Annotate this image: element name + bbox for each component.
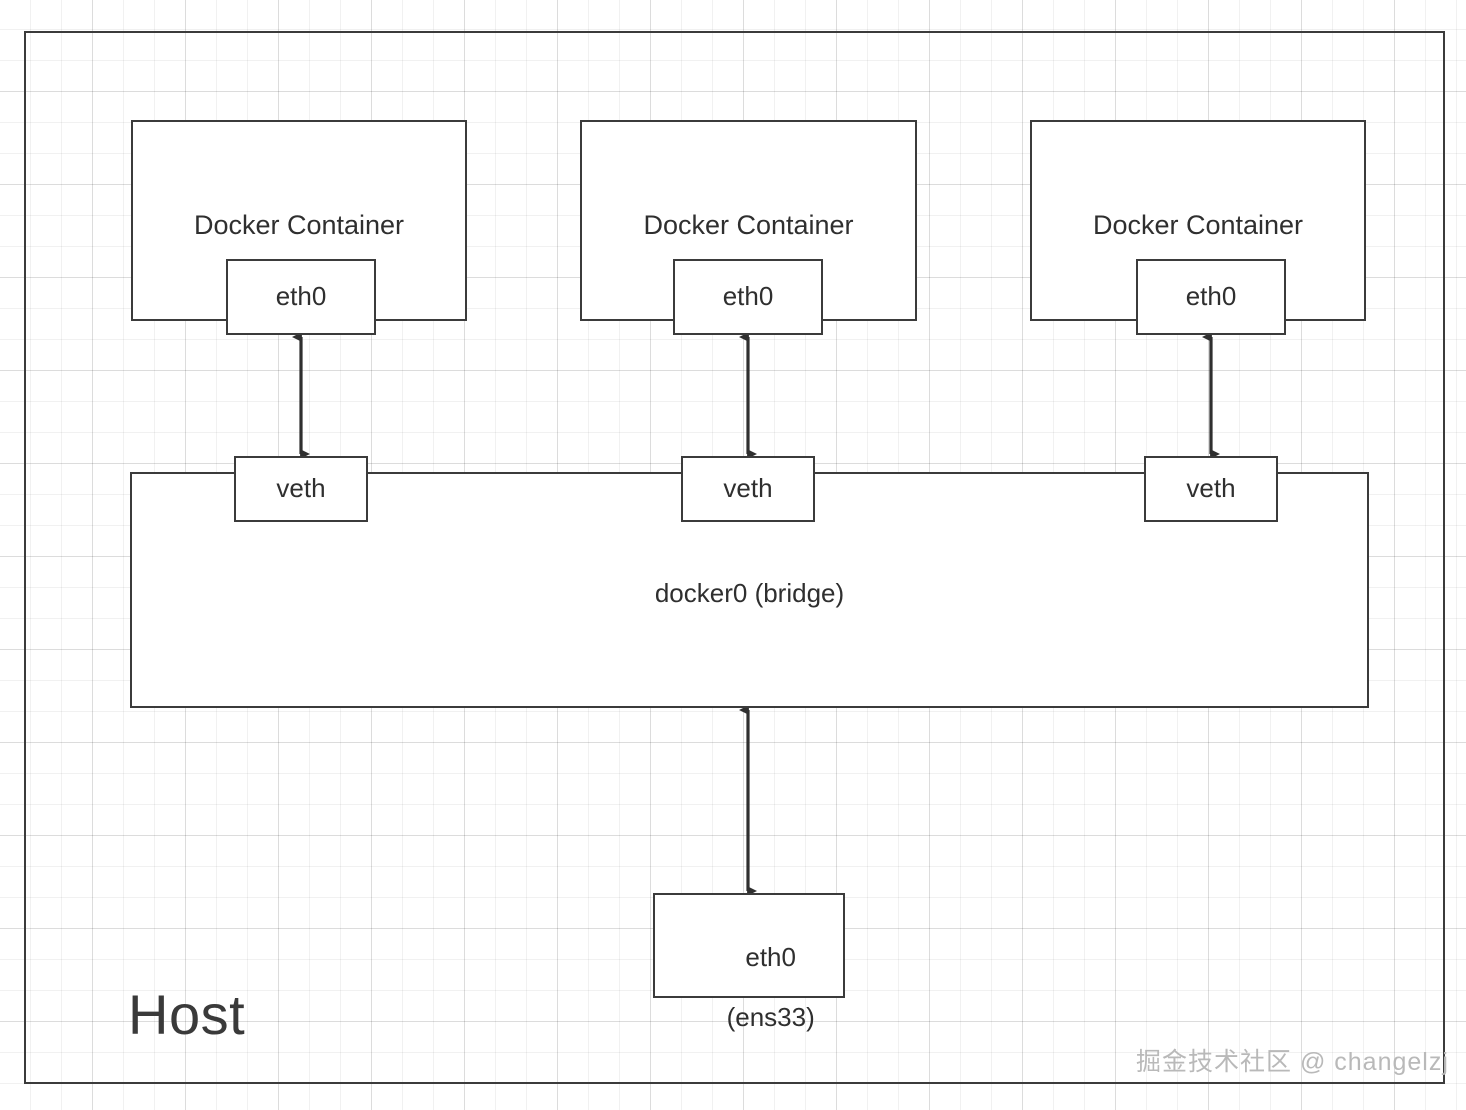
docker-container-label-2: Docker Container [643, 210, 854, 240]
veth-label-3: veth [1186, 473, 1236, 504]
container-eth0-label-2: eth0 [722, 281, 774, 312]
container-eth0-box-2[interactable]: eth0 [673, 259, 823, 335]
docker0-bridge-label: docker0 (bridge) [654, 578, 845, 608]
host-title-en: Host [128, 982, 246, 1046]
veth-box-1[interactable]: veth [234, 456, 368, 522]
host-nic-line2: (ens33) [726, 1001, 815, 1032]
watermark-label: 掘金技术社区 @ changelzj [1136, 1048, 1449, 1076]
veth-box-2[interactable]: veth [681, 456, 815, 522]
docker-container-label-1: Docker Container [193, 210, 405, 240]
veth-box-3[interactable]: veth [1144, 456, 1278, 522]
host-title-label: Host 宿主机 [128, 830, 298, 1110]
container-eth0-label-3: eth0 [1185, 281, 1237, 312]
veth-label-2: veth [723, 473, 773, 504]
veth-label-1: veth [276, 473, 326, 504]
container-eth0-box-1[interactable]: eth0 [226, 259, 376, 335]
docker-container-label-3: Docker Container [1092, 210, 1304, 240]
container-eth0-box-3[interactable]: eth0 [1136, 259, 1286, 335]
host-nic-box[interactable]: eth0 (ens33) [653, 893, 845, 1032]
host-nic-label: eth0 (ens33) [655, 913, 843, 1062]
host-nic-line1: eth0 [745, 941, 796, 972]
host-boundary-box [24, 31, 1445, 1084]
container-eth0-label-1: eth0 [275, 281, 327, 312]
